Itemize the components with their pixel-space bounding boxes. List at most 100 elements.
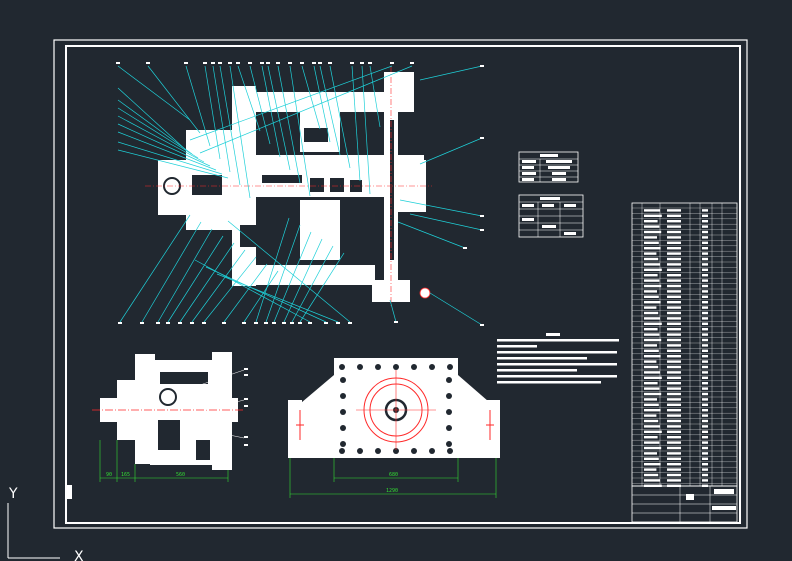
parts-list-cell <box>702 322 708 325</box>
parts-list-cell <box>667 317 681 320</box>
parts-list-cell <box>667 463 681 466</box>
parts-list-cell <box>667 371 681 374</box>
bolt-hole <box>340 409 346 415</box>
parts-list-cell <box>644 468 657 471</box>
leader-line <box>117 131 217 171</box>
ucs-y-label: Y <box>8 486 18 502</box>
leader-line <box>204 65 221 160</box>
leader-line <box>227 220 351 323</box>
parts-list-cell <box>644 306 657 309</box>
parts-list-cell <box>667 392 681 396</box>
leader-line <box>399 199 483 217</box>
parts-list-cell <box>644 349 659 352</box>
part-tag <box>318 62 322 64</box>
parts-list-cell <box>702 360 708 363</box>
parts-list-cell <box>702 225 708 228</box>
part-tag <box>336 322 340 324</box>
part-tag <box>222 322 226 324</box>
part-tag <box>272 322 276 324</box>
bolt-hole <box>340 377 346 383</box>
parts-list-cell <box>702 355 708 358</box>
parts-list-cell <box>702 257 708 261</box>
part-tag <box>480 229 484 231</box>
bolt-hole <box>340 393 346 399</box>
parts-list-cell <box>667 457 681 460</box>
leader-line <box>255 217 290 323</box>
parts-list-cell <box>667 230 681 234</box>
leader-line <box>117 87 187 151</box>
side-view-leader-c <box>204 429 245 439</box>
parts-list-cell <box>702 403 708 406</box>
leader-line <box>409 213 483 231</box>
parts-list-cell <box>702 414 708 417</box>
leader-line <box>223 263 268 323</box>
leader-line <box>179 242 235 323</box>
leader-line <box>419 137 483 165</box>
leader-line <box>273 231 312 323</box>
side-view-leader-a <box>199 369 245 386</box>
parts-list-cell <box>702 214 708 217</box>
parts-list-cell <box>702 344 708 347</box>
leader-line <box>194 259 311 323</box>
parts-list-cell <box>702 430 708 433</box>
part-tag <box>390 62 394 64</box>
parts-list-cell <box>644 392 662 396</box>
parts-list-cell <box>667 338 681 342</box>
part-tag <box>264 322 268 324</box>
part-tag <box>394 321 398 323</box>
part-tag <box>203 62 207 64</box>
leader-line <box>261 65 281 158</box>
bolt-hole <box>340 425 346 431</box>
sheet-inner-border <box>65 45 741 524</box>
bolt-hole <box>429 448 435 454</box>
ucs-icon <box>7 503 60 559</box>
parts-list-cell <box>702 274 708 277</box>
parts-list-cell <box>644 355 661 358</box>
parts-list-cell <box>644 425 660 428</box>
part-tag <box>480 215 484 217</box>
leader-line <box>237 65 261 132</box>
parts-list-cell <box>644 436 658 439</box>
leader-line <box>419 65 483 81</box>
parts-list-cell <box>667 247 681 250</box>
parts-list-cell <box>702 349 708 352</box>
parts-list-cell <box>644 371 660 374</box>
parts-list-cell <box>667 268 681 271</box>
parts-list-cell <box>702 425 708 428</box>
parts-list-cell <box>644 209 660 212</box>
parts-list-cell <box>644 414 657 417</box>
parts-list-cell <box>702 247 708 250</box>
parts-list-cell <box>644 230 662 234</box>
parts-list-cell <box>702 236 708 239</box>
parts-list-cell <box>702 301 708 304</box>
bolt-hole <box>411 364 417 370</box>
leader-line <box>361 65 371 195</box>
bolt-hole <box>357 364 363 370</box>
front-view-flange <box>356 370 436 450</box>
sheet-outer-border <box>53 39 748 529</box>
leader-line <box>283 238 323 323</box>
bolt-hole <box>446 441 452 447</box>
bolt-hole <box>446 409 452 415</box>
bolt-hole <box>393 448 399 454</box>
parts-list-cell <box>702 241 708 244</box>
part-tag <box>202 322 206 324</box>
front-view-bolt-holes <box>339 364 453 454</box>
main-view-cutouts <box>192 120 394 260</box>
parts-list-cell <box>644 479 660 482</box>
parts-list-cell <box>667 452 681 455</box>
part-tag <box>308 322 312 324</box>
parts-list-cell <box>702 398 708 401</box>
part-tag <box>348 322 352 324</box>
part-tag <box>156 322 160 324</box>
bolt-hole <box>446 393 452 399</box>
dim-front-680: 680 <box>389 472 398 478</box>
parts-list-cell <box>644 360 657 363</box>
parts-list-cell <box>702 387 708 390</box>
parts-list-cell <box>667 365 681 369</box>
parts-list-cell <box>644 236 657 239</box>
leader-line <box>117 107 199 159</box>
leader-line <box>205 266 327 323</box>
part-tag <box>480 65 484 67</box>
